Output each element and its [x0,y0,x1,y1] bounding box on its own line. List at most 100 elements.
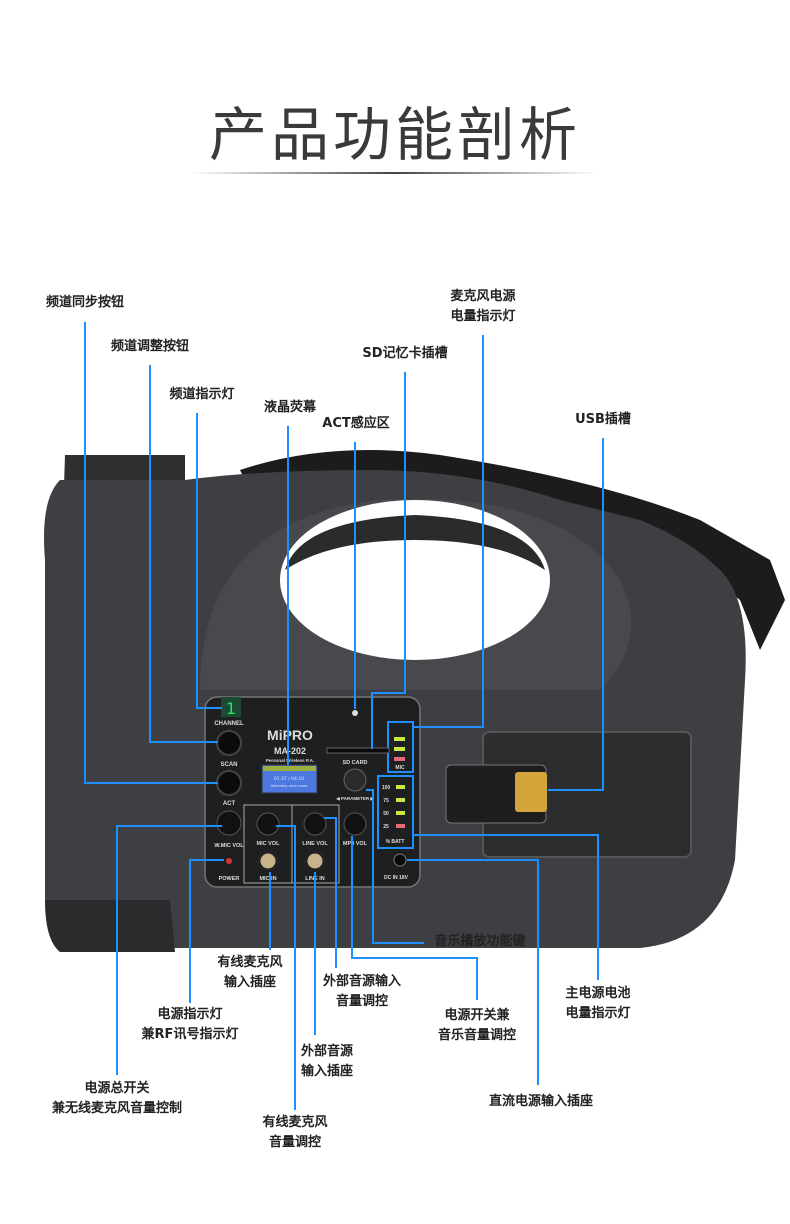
label-line: 主电源电池 [565,986,631,1001]
model-name: MA-202 [274,746,306,756]
handle-inner-shadow [285,515,545,570]
act-label: ACT [223,801,236,807]
leader-power-led [189,859,224,1003]
label-power-led: 电源指示灯兼RF讯号指示灯 [142,1005,239,1045]
label-line: 电量指示灯 [450,309,516,324]
label-line: 音量调控 [335,994,389,1009]
label-channel-indicator: 频道指示灯 [169,387,235,402]
batt-led [396,824,405,828]
mic-battery-led [394,747,405,751]
label-line-in: 外部音源输入插座 [301,1042,353,1082]
leader-music-key [366,789,424,944]
batt-label: % BATT [386,839,405,845]
label-line: 电源总开关 [84,1081,150,1096]
label-usb: USB插槽 [575,412,631,427]
dc-in-jack[interactable] [393,853,407,867]
scan-button[interactable] [216,770,242,796]
batt-level-50: 50 [383,811,389,817]
scan-label: SCAN [220,762,237,768]
label-line-vol: 外部音源输入音量调控 [323,972,401,1012]
lcd-status-bar [263,766,316,771]
batt-level-25: 25 [383,824,389,830]
label-act-zone: ACT感应区 [322,416,390,431]
label-line: 输入插座 [223,975,277,990]
leader-usb [548,438,604,791]
label-main-battery: 主电源电池电量指示灯 [565,984,630,1024]
batt-led [396,798,405,802]
main-battery-highlight [377,775,414,849]
label-mic-in: 有线麦克风输入插座 [217,953,282,993]
leader-sd-slot [371,372,406,749]
bottom-foot [45,900,175,952]
channel-button[interactable] [216,730,242,756]
leader-mic-battery [414,335,484,728]
leader-lines [84,322,604,1110]
mp3-vol-label: MP3 VOL [343,841,368,847]
wmic-vol-knob[interactable] [216,810,242,836]
mic-battery-label: MIC [395,765,405,771]
line-vol-knob[interactable] [303,812,327,836]
wmic-vol-label: W.MIC VOL [214,843,244,849]
label-line: 兼RF讯号指示灯 [141,1027,239,1042]
label-line: 电源开关兼 [444,1008,510,1023]
label-channel-sync: 频道同步按钮 [45,295,125,310]
power-led [226,858,232,864]
leader-channel-adjust [149,365,218,743]
page-title: 产品功能剖析 [208,101,581,169]
mic-battery-led [394,737,405,741]
leader-line-vol [324,817,337,968]
batt-led [396,811,405,815]
mic-in-jack[interactable] [257,850,279,872]
label-main-power: 电源总开关兼无线麦克风音量控制 [52,1079,182,1119]
leader-dc-in [407,859,539,1085]
label-lcd: 液晶荧幕 [263,400,317,415]
lcd-track: Yesterday once more [271,784,308,788]
label-line: 电量指示灯 [565,1006,631,1021]
label-power-music: 电源开关兼音乐音量调控 [438,1006,516,1046]
label-line: 外部音源 [300,1044,354,1059]
sd-card-label: SD CARD [342,760,367,766]
batt-level-100: 100 [382,785,391,791]
label-line: 音量调控 [268,1135,322,1150]
label-sd-slot: SD记忆卡插槽 [362,346,448,361]
label-line: 外部音源输入 [322,974,402,989]
mic-vol-knob[interactable] [256,812,280,836]
act-sensor [352,710,358,716]
label-line: 麦克风电源 [450,289,516,304]
label-mic-vol: 有线麦克风音量调控 [262,1113,327,1153]
batt-led [396,785,405,789]
label-mic-battery: 麦克风电源电量指示灯 [450,287,515,327]
title-divider [190,172,600,174]
line-in-jack[interactable] [304,850,326,872]
usb-port[interactable] [515,772,547,812]
label-line: 音乐音量调控 [437,1028,517,1043]
parameter-label: ◀ PARAMETER ▶ [335,796,375,801]
mic-battery-highlight [387,721,414,773]
dc-in-label: DC IN 18V [384,875,409,881]
label-dc-in: 直流电源输入插座 [488,1094,594,1109]
channel-label: CHANNEL [214,721,244,727]
label-line: 有线麦克风 [262,1115,328,1130]
leader-main-power [116,825,222,1075]
mp3-vol-knob[interactable] [343,812,367,836]
leader-main-battery [414,834,599,980]
leader-channel-indicator [196,413,222,709]
lcd-time: 01:37 / 04:10 [274,776,304,782]
line-vol-label: LINE VOL [302,841,328,847]
label-line: 输入插座 [300,1064,354,1079]
leader-power-music [351,836,478,1000]
label-line: 有线麦克风 [217,955,283,970]
model-subtitle: Personal Wireless P.A. [266,758,314,763]
label-line: 电源指示灯 [157,1007,223,1022]
brand-logo: MiPRO [267,727,313,743]
leader-channel-sync [84,322,218,784]
jog-button[interactable] [343,768,367,792]
power-label: POWER [219,876,240,882]
mic-vol-label: MIC VOL [257,841,281,847]
batt-level-75: 75 [383,798,389,804]
sd-card-slot[interactable] [326,747,390,754]
label-music-key: 音乐播放功能键 [434,934,526,949]
mic-in-label: MIC IN [259,876,276,882]
label-line: 兼无线麦克风音量控制 [51,1101,183,1116]
